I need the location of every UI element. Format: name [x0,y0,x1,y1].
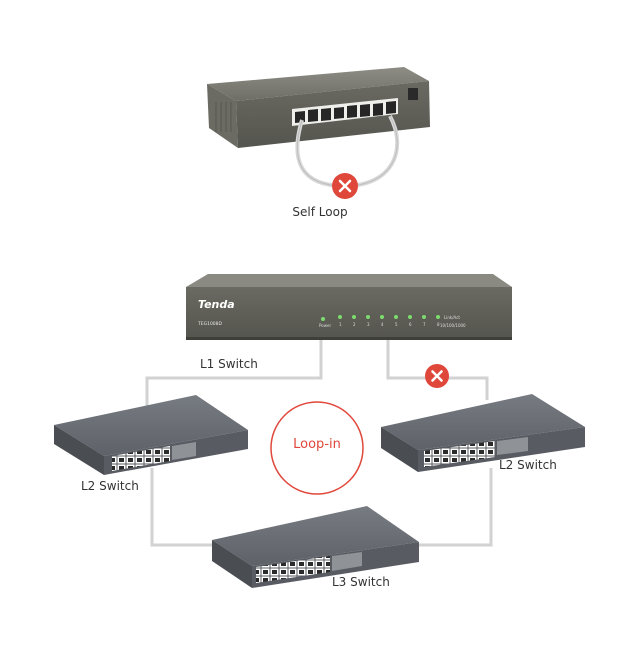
port-label: 1 [339,322,342,327]
loop-in-label: Loop-in [293,437,341,452]
led [366,315,370,319]
port-label: 7 [423,322,426,327]
switch-top-surface [381,394,585,450]
sfp-ports [497,437,528,455]
self-loop-label: Self Loop [292,205,348,219]
rj45-port [334,107,344,119]
x-circle-icon [425,364,449,388]
switch-top-surface [54,395,248,456]
sfp-ports [172,442,196,460]
brand-logo: Tenda [198,298,235,311]
switch-top-surface [186,274,512,287]
l3-switch [212,506,419,588]
status-label: 10/100/1000 [440,323,466,328]
l2-switch-right [381,394,585,472]
port-array [256,556,330,583]
switch-side [381,427,418,472]
desktop-switch-self-loop [207,67,430,189]
status-leds [321,315,440,321]
power-port [408,88,418,100]
rj45-port [373,103,383,116]
rj45-port [308,109,318,122]
port-label: 6 [409,322,412,327]
port-label: 8 [437,322,440,327]
rj45-port [360,104,370,117]
switch-bottom-edge [186,337,512,340]
led [394,315,398,319]
rj45-port [347,105,357,118]
l1-switch: Tenda TEG1008D Power 1 2 3 4 5 6 7 8 Lin… [186,274,512,340]
cable-l2-right-to-l3 [418,468,493,547]
l3-switch-label: L3 Switch [332,575,390,589]
cable-l1-to-l2-left [145,340,323,412]
led [408,315,412,319]
port-label: 5 [395,322,398,327]
port-array [424,441,495,467]
status-label: Link/Act [444,315,460,320]
rj45-ports [295,101,396,123]
network-cables [145,340,493,547]
l1-switch-label: L1 Switch [200,357,258,371]
port-label: Power [319,323,331,328]
model-label: TEG1008D [197,321,223,327]
switch-side [54,425,104,475]
x-circle-icon [332,173,358,199]
vent-grille [214,102,232,132]
port-array [112,446,170,471]
rj45-port [295,111,305,123]
switch-side [212,540,252,588]
l2-switch-left [54,395,248,475]
led [422,315,426,319]
switch-top-surface [207,67,429,101]
switch-top-surface [212,506,419,566]
led [380,315,384,319]
port-label: 2 [353,322,356,327]
port-block [292,98,398,126]
sfp-ports [332,552,362,571]
port-labels: Power 1 2 3 4 5 6 7 8 Link/Act 10/100/10… [319,315,466,328]
rj45-port [321,108,331,121]
port-label: 4 [381,322,384,327]
led [338,315,342,319]
port-label: 3 [367,322,370,327]
rj45-port [386,101,396,114]
switch-front-panel [186,287,512,339]
l2-switch-right-label: L2 Switch [499,458,557,472]
led [436,315,440,319]
loop-in-circle [270,401,364,495]
l2-switch-left-label: L2 Switch [81,479,139,493]
cable-l2-left-to-l3 [150,468,215,547]
led-power [321,317,325,321]
led [352,315,356,319]
